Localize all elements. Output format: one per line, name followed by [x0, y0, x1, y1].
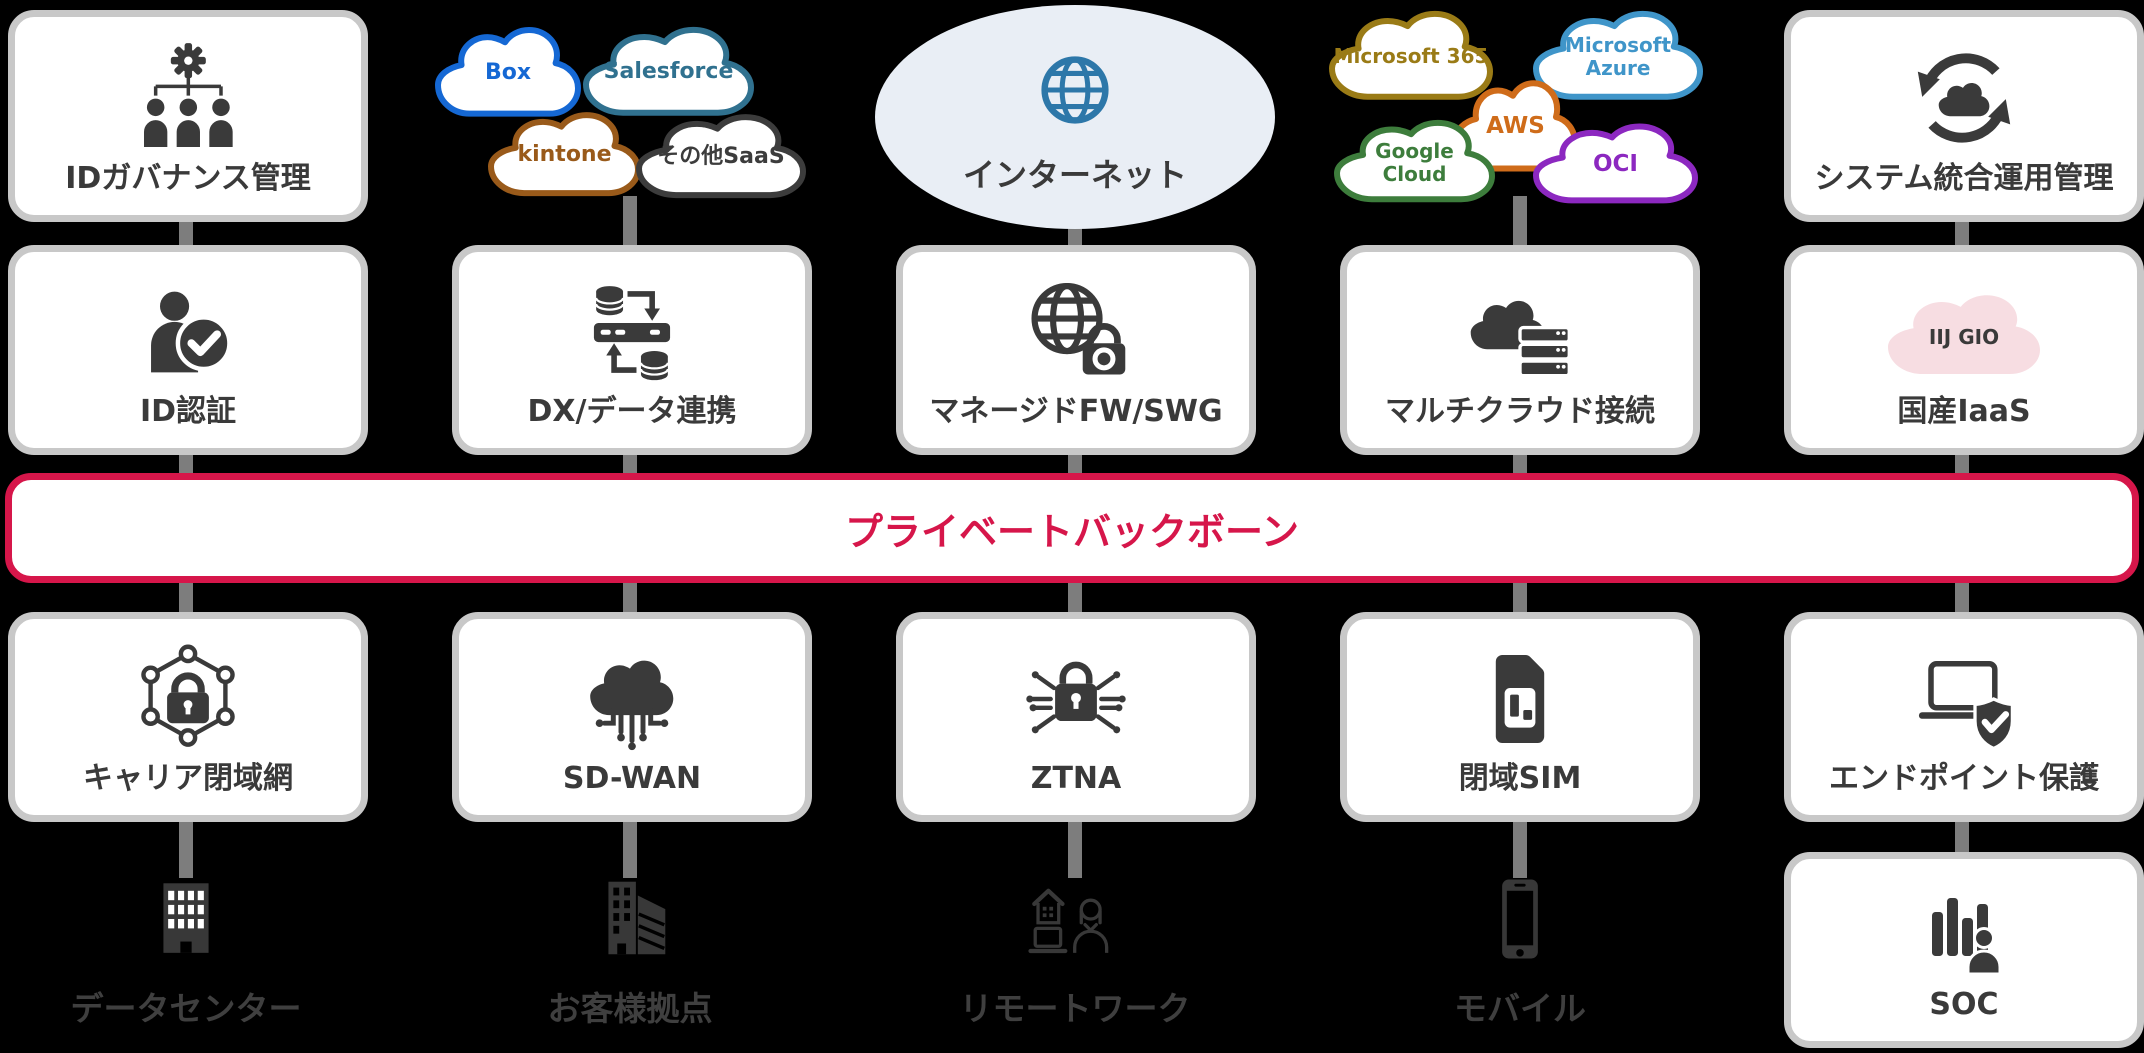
box-label: エンドポイント保護 [1829, 761, 2099, 796]
internet-ellipse: インターネット [875, 5, 1275, 229]
iij-gio-cloud-icon: IIJ GIO [1888, 268, 2040, 395]
box-carrier: キャリア閉域網 [8, 612, 368, 822]
backbone-label: プライベートバックボーン [844, 509, 1300, 554]
soc-chart-person-icon [1914, 875, 2014, 988]
sim-card-icon [1465, 635, 1575, 762]
connector [1513, 578, 1527, 618]
globe-icon [1029, 44, 1121, 140]
cloud-microsoft-365: Microsoft 365 [1331, 2, 1491, 103]
office-building-icon [608, 881, 666, 955]
cloud-label: Microsoft Azure [1564, 33, 1672, 80]
smartphone-icon [1502, 879, 1538, 959]
saas-cloud-kintone: kintone [490, 104, 639, 199]
connector [1513, 196, 1527, 254]
connector [1955, 578, 1969, 618]
connector [623, 196, 637, 254]
box-soc: SOC [1784, 852, 2144, 1048]
globe-lock-icon [1020, 268, 1132, 395]
saas-cloud-salesforce: Salesforce [585, 18, 752, 119]
connector [623, 448, 637, 481]
endpoint-datacenter: データセンター [46, 872, 326, 1030]
cloud-oci: OCI [1535, 116, 1696, 206]
box-sim: 閉域SIM [1340, 612, 1700, 822]
remote-work-icon [1028, 888, 1109, 954]
cloud-label: Google Cloud [1375, 139, 1454, 186]
cloud-label: その他SaaS [657, 144, 785, 170]
box-label: キャリア閉域網 [83, 761, 293, 796]
id-auth-icon [132, 268, 244, 395]
cloud-label: Microsoft 365 [1333, 44, 1489, 69]
saas-cloud-other: その他SaaS [638, 106, 804, 201]
id-governance-icon [130, 33, 247, 162]
connector [1513, 816, 1527, 878]
box-id-auth: ID認証 [8, 245, 368, 455]
box-label: ZTNA [1030, 761, 1122, 796]
connector [623, 578, 637, 618]
data-sync-icon [576, 268, 688, 395]
cloud-label: AWS [1486, 113, 1545, 140]
endpoint-label: データセンター [70, 989, 302, 1028]
cloud-aws: AWS [1455, 71, 1576, 175]
private-backbone-bar: プライベートバックボーン [5, 473, 2139, 583]
cloud-google-cloud: Google Cloud [1336, 112, 1493, 205]
box-label: DX/データ連携 [527, 394, 737, 429]
connector [1068, 448, 1082, 481]
box-dx: DX/データ連携 [452, 245, 812, 455]
connector [179, 816, 193, 878]
box-iaas: IIJ GIO 国産IaaS [1784, 245, 2144, 455]
box-sdwan: SD-WAN [452, 612, 812, 822]
connector [179, 448, 193, 481]
endpoint-mobile: モバイル [1380, 872, 1660, 1030]
endpoint-remote: リモートワーク [935, 872, 1215, 1030]
cloud-label: kintone [517, 142, 612, 168]
connector [1513, 448, 1527, 481]
closed-network-lock-icon [133, 635, 243, 762]
cloud-label: OCI [1593, 151, 1638, 178]
internet-label: インターネット [962, 156, 1187, 194]
endpoint-label: リモートワーク [959, 989, 1191, 1028]
cloud-microsoft-azure: Microsoft Azure [1535, 2, 1701, 103]
box-label: SD-WAN [562, 761, 702, 796]
box-label: 閉域SIM [1458, 761, 1582, 796]
box-label: マルチクラウド接続 [1385, 394, 1655, 429]
box-fw-swg: マネージドFW/SWG [896, 245, 1256, 455]
connector [1068, 578, 1082, 618]
box-sys-ops: システム統合運用管理 [1784, 10, 2144, 222]
endpoint-office: お客様拠点 [490, 868, 770, 1030]
endpoint-label: モバイル [1454, 989, 1586, 1028]
gio-label: IIJ GIO [1928, 324, 2000, 349]
building-icon [163, 883, 209, 953]
connector [1955, 816, 1969, 860]
box-label: システム統合運用管理 [1814, 161, 2114, 196]
endpoint-label: お客様拠点 [547, 989, 713, 1028]
sdwan-cloud-icon [577, 635, 687, 762]
box-label: 国産IaaS [1897, 394, 2031, 429]
connector [623, 816, 637, 878]
saas-cloud-box: Box [437, 18, 579, 120]
box-label: IDガバナンス管理 [65, 161, 311, 196]
box-label: SOC [1929, 987, 1999, 1022]
box-ztna: ZTNA [896, 612, 1256, 822]
cloud-servers-icon [1464, 268, 1576, 395]
connector [1068, 816, 1082, 878]
connector [179, 578, 193, 618]
laptop-shield-icon [1909, 635, 2019, 762]
box-id-governance: IDガバナンス管理 [8, 10, 368, 222]
box-multicloud: マルチクラウド接続 [1340, 245, 1700, 455]
ztna-lock-circuit-icon [1021, 635, 1131, 762]
cloud-label: Salesforce [603, 59, 734, 85]
cloud-label: Box [484, 59, 532, 85]
box-label: ID認証 [139, 394, 237, 429]
box-label: マネージドFW/SWG [929, 394, 1223, 429]
connector [1955, 448, 1969, 481]
box-endpoint: エンドポイント保護 [1784, 612, 2144, 822]
sync-cloud-icon [1909, 33, 2019, 162]
